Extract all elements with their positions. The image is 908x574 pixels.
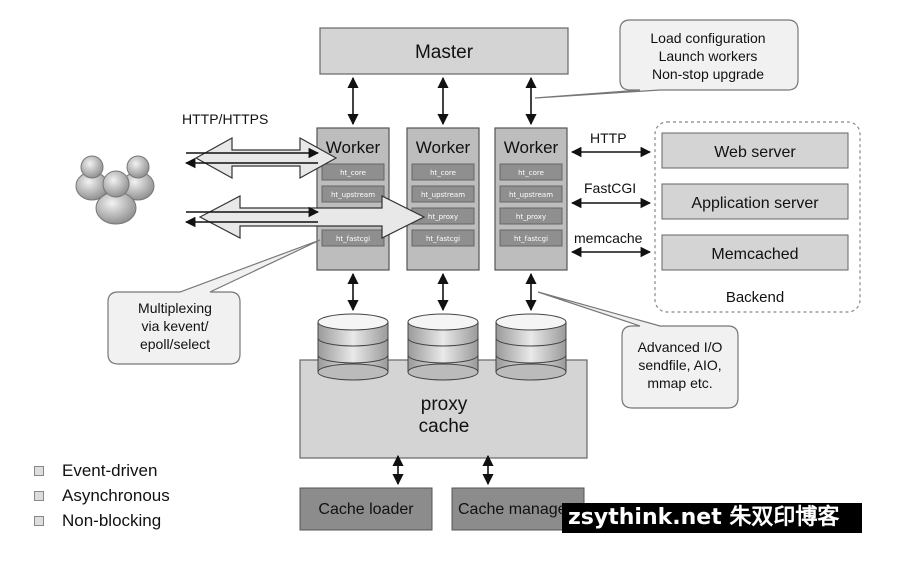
multiplexing-line-1: Multiplexing bbox=[138, 300, 212, 316]
worker-2-module-core: ht_core bbox=[411, 163, 475, 181]
backend-link-http: HTTP bbox=[590, 130, 627, 146]
users-icon bbox=[75, 155, 155, 225]
svg-text:ht_proxy: ht_proxy bbox=[428, 213, 458, 221]
legend: Event-driven Asynchronous Non-blocking bbox=[34, 458, 170, 533]
backend-link-fastcgi: FastCGI bbox=[584, 180, 636, 196]
worker-cache-arrows bbox=[347, 272, 537, 312]
svg-text:ht_core: ht_core bbox=[430, 169, 456, 177]
client-connection-lines bbox=[184, 147, 320, 228]
backend-title: Backend bbox=[726, 289, 784, 306]
master-note-callout: Load configuration Launch workers Non-st… bbox=[534, 19, 799, 99]
proxy-cache-label-2: cache bbox=[419, 416, 470, 437]
svg-text:ht_core: ht_core bbox=[340, 169, 366, 177]
worker-2-module-proxy: ht_proxy bbox=[411, 207, 475, 225]
master-label: Master bbox=[415, 42, 474, 63]
cache-process-arrows bbox=[392, 454, 494, 486]
legend-item-event-driven: Event-driven bbox=[34, 458, 170, 483]
master-box: Master bbox=[319, 27, 569, 75]
worker-3-module-core: ht_core bbox=[499, 163, 563, 181]
worker-1-module-core: ht_core bbox=[321, 163, 385, 181]
svg-text:ht_core: ht_core bbox=[518, 169, 544, 177]
memcached-label: Memcached bbox=[711, 246, 798, 263]
svg-text:ht_fastcgi: ht_fastcgi bbox=[514, 235, 548, 243]
application-server-label: Application server bbox=[691, 195, 819, 212]
advanced-io-line-2: sendfile, AIO, bbox=[638, 357, 721, 373]
cache-storage-icon-2 bbox=[407, 313, 479, 381]
svg-text:ht_fastcgi: ht_fastcgi bbox=[336, 235, 370, 243]
legend-item-asynchronous: Asynchronous bbox=[34, 483, 170, 508]
backend-links bbox=[570, 146, 652, 258]
worker-2-title: Worker bbox=[416, 138, 471, 157]
web-server-box bbox=[661, 132, 849, 169]
master-note-line-1: Load configuration bbox=[650, 30, 765, 46]
bullet-icon bbox=[34, 490, 44, 501]
worker-3-module-fastcgi: ht_fastcgi bbox=[499, 229, 563, 247]
cache-storage-icon-3 bbox=[495, 313, 567, 381]
application-server-box bbox=[661, 183, 849, 220]
svg-text:ht_upstream: ht_upstream bbox=[331, 191, 375, 199]
svg-text:ht_upstream: ht_upstream bbox=[509, 191, 553, 199]
master-note-line-3: Non-stop upgrade bbox=[652, 66, 764, 82]
worker-1: Worker ht_core ht_upstream ht_proxy ht_f… bbox=[316, 127, 390, 271]
client-traffic-arrow-1 bbox=[194, 136, 338, 180]
worker-3-module-proxy: ht_proxy bbox=[499, 207, 563, 225]
client-protocol-label: HTTP/HTTPS bbox=[182, 111, 268, 127]
advanced-io-line-1: Advanced I/O bbox=[638, 339, 723, 355]
multiplexing-line-2: via kevent/ bbox=[142, 318, 209, 334]
worker-2: Worker ht_core ht_upstream ht_proxy ht_f… bbox=[406, 127, 480, 271]
worker-2-module-upstream: ht_upstream bbox=[411, 185, 475, 203]
advanced-io-line-3: mmap etc. bbox=[647, 375, 712, 391]
master-note-line-2: Launch workers bbox=[659, 48, 758, 64]
legend-item-non-blocking: Non-blocking bbox=[34, 508, 170, 533]
web-server-label: Web server bbox=[714, 144, 796, 161]
svg-text:ht_fastcgi: ht_fastcgi bbox=[426, 235, 460, 243]
worker-3-module-upstream: ht_upstream bbox=[499, 185, 563, 203]
backend-group: Web server Application server Memcached … bbox=[654, 121, 861, 313]
backend-link-memcache: memcache bbox=[574, 230, 643, 246]
cache-loader-label: Cache loader bbox=[318, 501, 414, 518]
multiplexing-callout: Multiplexing via kevent/ epoll/select bbox=[107, 239, 321, 365]
cache-loader-box: Cache loader bbox=[299, 487, 433, 531]
cache-manager-label: Cache manage bbox=[458, 501, 567, 518]
svg-text:ht_upstream: ht_upstream bbox=[421, 191, 465, 199]
worker-1-title: Worker bbox=[326, 138, 381, 157]
proxy-cache-label-1: proxy bbox=[421, 394, 468, 415]
svg-text:ht_proxy: ht_proxy bbox=[516, 213, 546, 221]
memcached-box bbox=[661, 234, 849, 271]
worker-2-module-fastcgi: ht_fastcgi bbox=[411, 229, 475, 247]
worker-3: Worker ht_core ht_upstream ht_proxy ht_f… bbox=[494, 127, 568, 271]
client-traffic-arrow-2 bbox=[198, 195, 426, 239]
advanced-io-callout: Advanced I/O sendfile, AIO, mmap etc. bbox=[537, 291, 739, 409]
bullet-icon bbox=[34, 465, 44, 476]
watermark: zsythink.net 朱双印博客 bbox=[562, 503, 862, 533]
worker-3-title: Worker bbox=[504, 138, 559, 157]
bullet-icon bbox=[34, 515, 44, 526]
master-worker-arrows bbox=[347, 76, 537, 126]
worker-1-module-fastcgi: ht_fastcgi bbox=[321, 229, 385, 247]
cache-storage-icon-1 bbox=[317, 313, 389, 381]
multiplexing-line-3: epoll/select bbox=[140, 336, 210, 352]
worker-1-module-upstream: ht_upstream bbox=[321, 185, 385, 203]
